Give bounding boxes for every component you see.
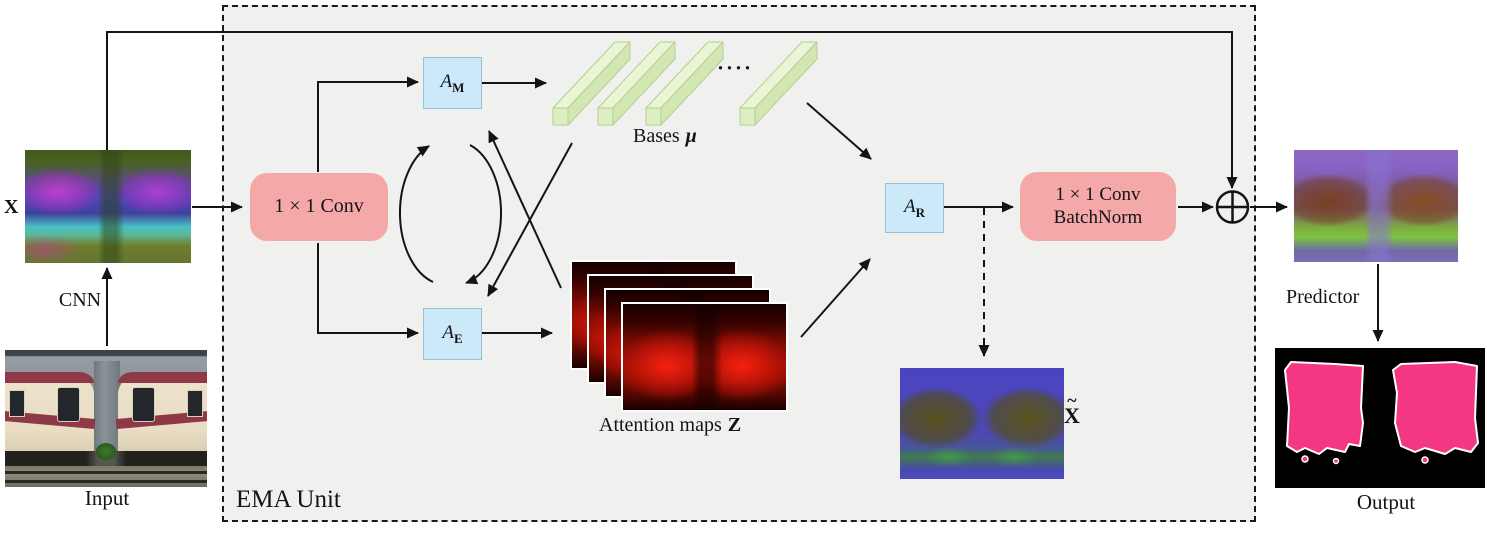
x-tilde-feature-map-image (900, 368, 1064, 479)
output-mask-svg (1275, 348, 1485, 488)
em-cycle-arc-left (399, 145, 434, 283)
x-tilde-label: ~ X (1064, 390, 1080, 428)
maps-to-ar-arrow (800, 258, 871, 338)
attention-map-4 (621, 302, 788, 412)
input-photo (5, 350, 207, 487)
ema-unit-title: EMA Unit (236, 486, 341, 513)
bases-bar-3 (645, 41, 724, 126)
circle-plus-icon (1215, 190, 1250, 224)
input-photo-right-train (116, 371, 207, 455)
output-mask-right-train (1392, 361, 1479, 455)
cnn-label: CNN (58, 289, 102, 311)
attention-maps-stack (570, 260, 792, 416)
maps-to-am-arrow (488, 130, 562, 289)
x-label: X (4, 196, 19, 218)
skip-connection-line (106, 31, 1238, 189)
ema-unit-panel (222, 5, 1256, 522)
bases-bar-1 (552, 41, 631, 126)
input-photo-pillar (93, 360, 121, 457)
bases-to-ae-arrow (487, 142, 573, 297)
em-cycle-arc-right (465, 144, 503, 285)
predictor-label: Predictor (1286, 286, 1360, 308)
feature-map-x-image (25, 150, 191, 263)
output-label: Output (1356, 490, 1416, 514)
bases-to-ar-arrow (806, 102, 872, 160)
input-photo-left-train (5, 371, 96, 455)
output-feature-map-image (1294, 150, 1458, 262)
bases-bar-2 (597, 41, 676, 126)
bases-bar-4 (739, 41, 818, 126)
output-mask-left-train (1284, 361, 1364, 455)
bases-bars (552, 41, 818, 126)
a-m-box: AM (423, 57, 482, 109)
conv-1x1-box: 1 × 1 Conv (250, 173, 388, 241)
conv-to-ae-arrow (317, 243, 419, 339)
a-e-box: AE (423, 308, 482, 360)
a-r-box: AR (885, 183, 944, 233)
conv-batchnorm-box: 1 × 1 Conv BatchNorm (1020, 172, 1176, 241)
conv-to-am-arrow (317, 76, 419, 172)
input-label: Input (84, 486, 130, 510)
output-segmentation-image (1275, 348, 1485, 488)
